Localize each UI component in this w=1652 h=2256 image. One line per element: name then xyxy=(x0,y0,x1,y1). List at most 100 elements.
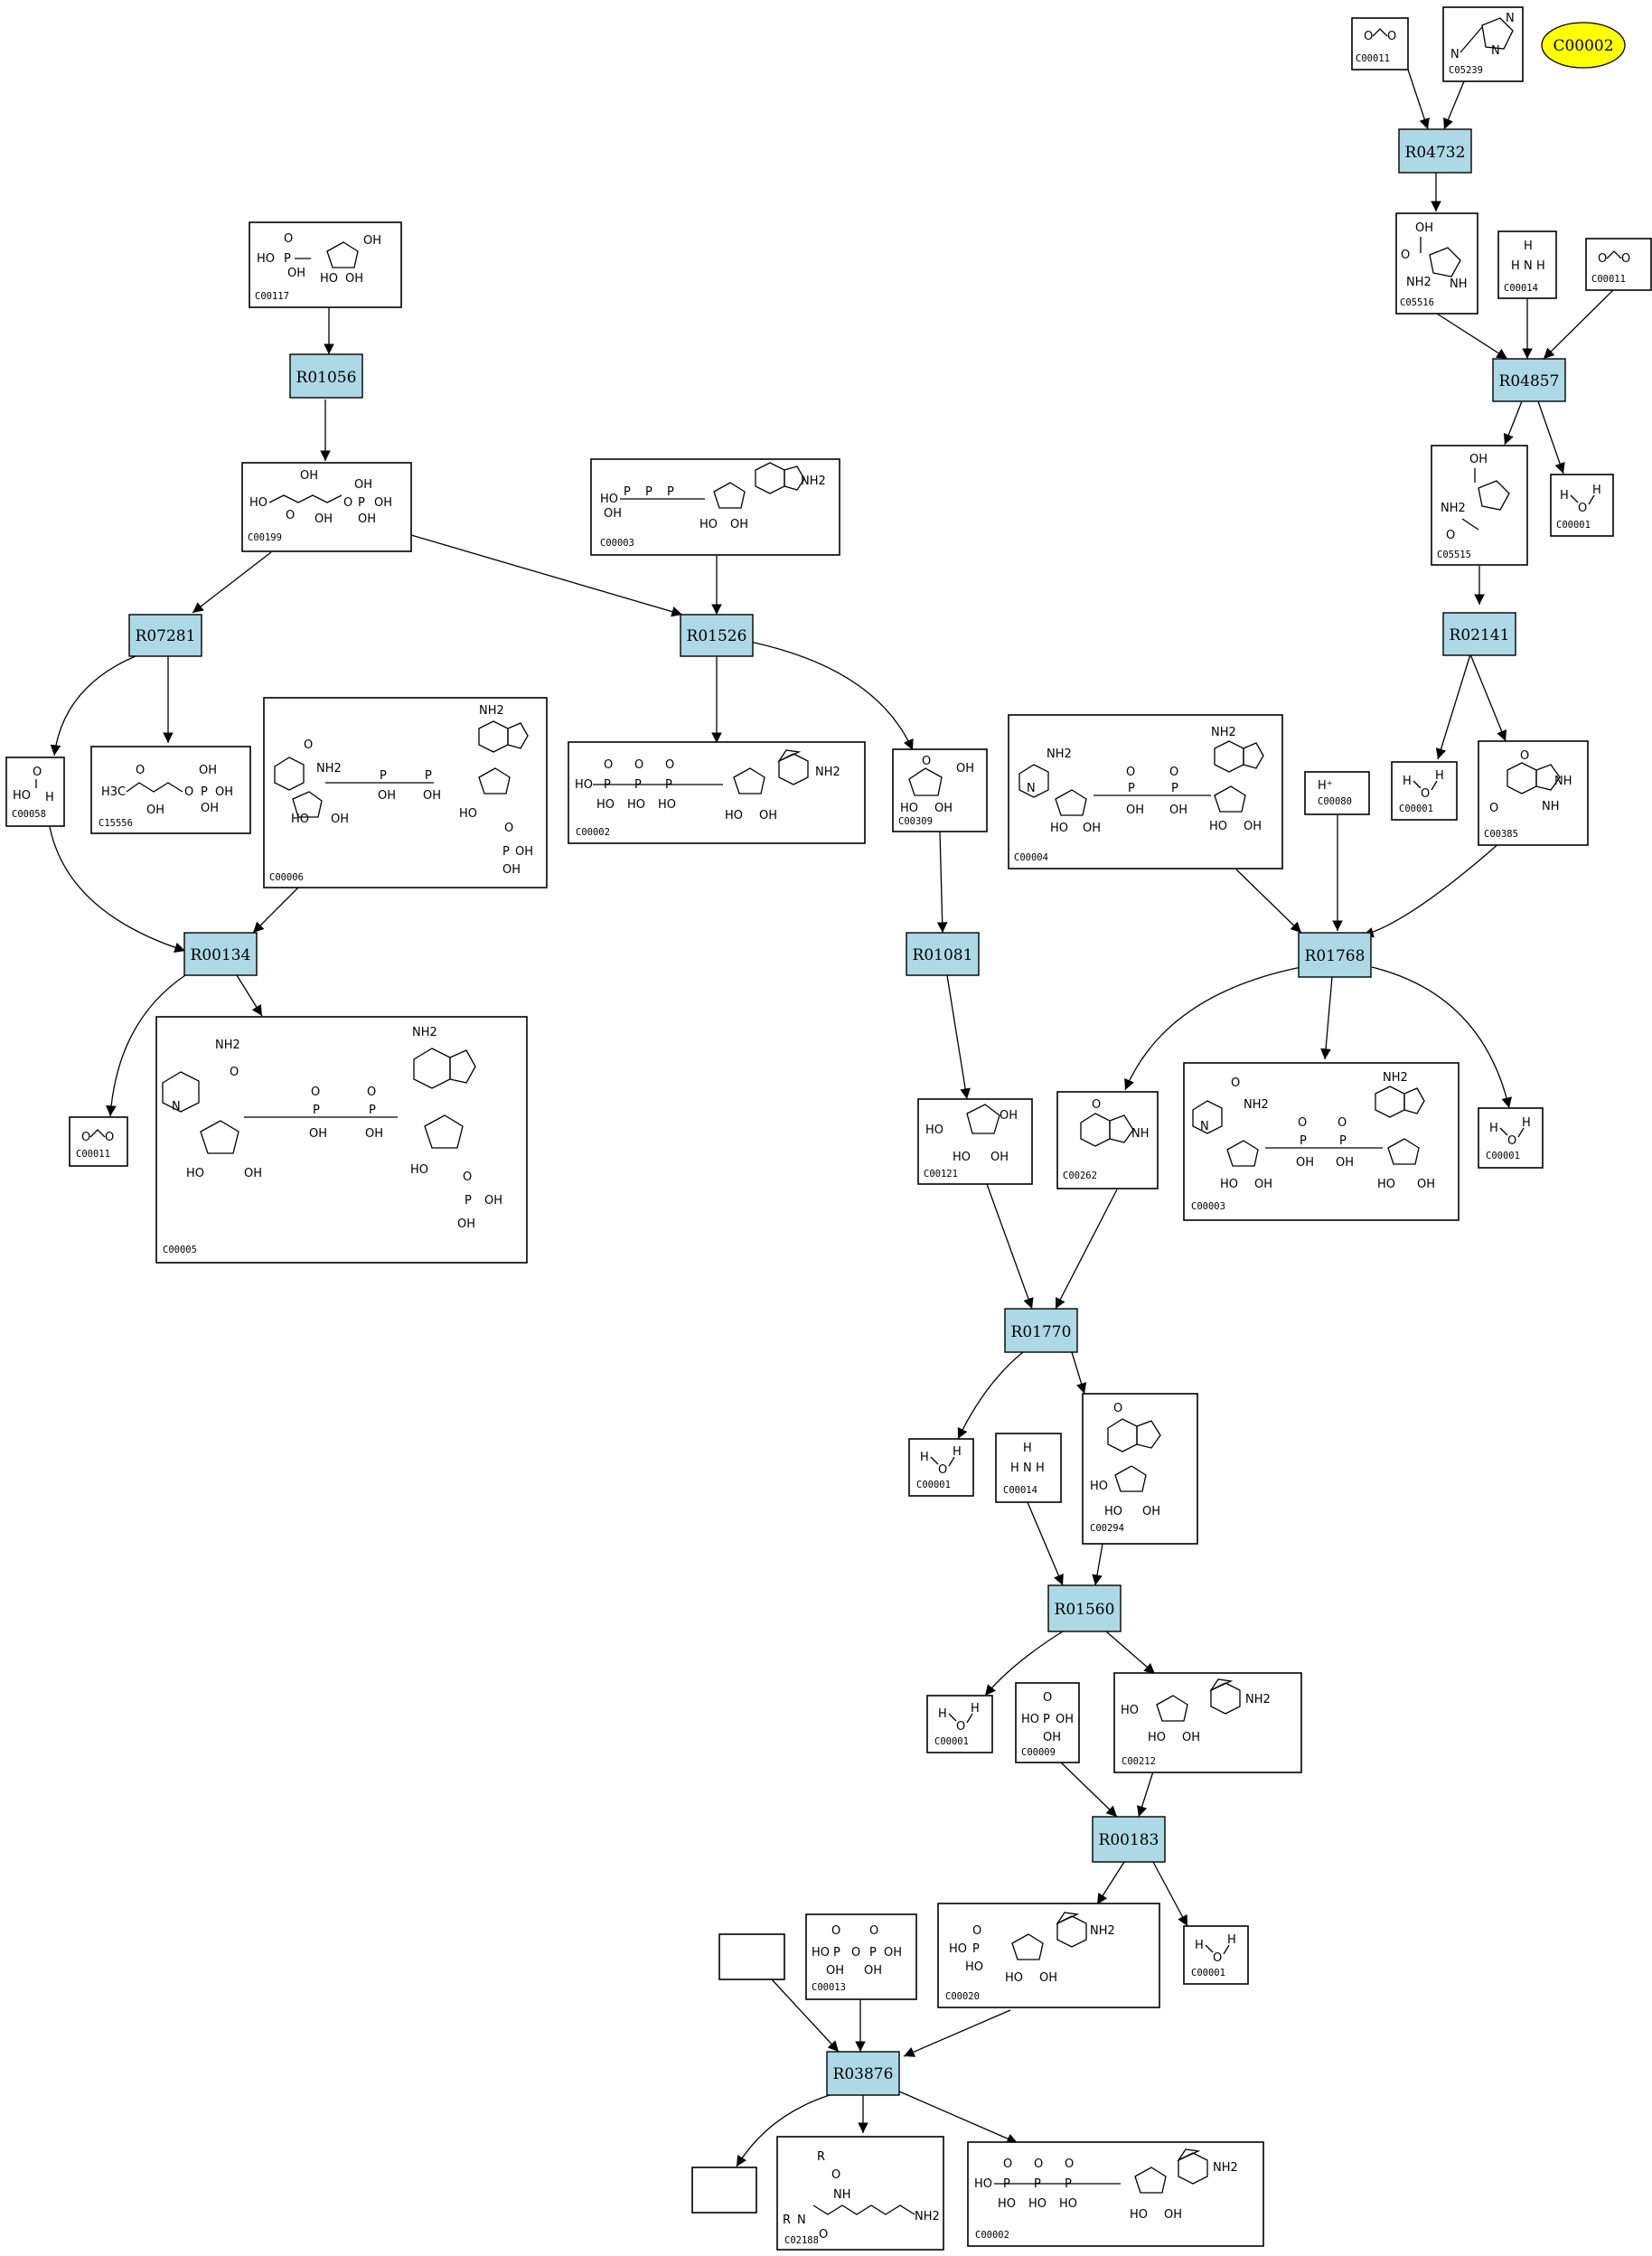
svg-text:NH: NH xyxy=(1131,1127,1150,1141)
compound-c05516[interactable]: OH O NH2 NH C05516 xyxy=(1395,212,1478,315)
compound-c00262[interactable]: O NH C00262 xyxy=(1056,1091,1159,1189)
svg-text:O: O xyxy=(304,738,313,752)
structure-image: NH2 O N HO OH P P O O OH OH NH2 HO O xyxy=(162,1026,502,1231)
svg-text:O: O xyxy=(1489,802,1498,815)
svg-text:C05515: C05515 xyxy=(1437,550,1471,560)
svg-text:C00011: C00011 xyxy=(76,1149,110,1160)
svg-text:C00011: C00011 xyxy=(1591,274,1626,285)
edge xyxy=(410,534,683,617)
svg-text:HO: HO xyxy=(596,798,615,812)
compound-c00058[interactable]: O HO H C00058 xyxy=(5,757,65,827)
svg-text:C00001: C00001 xyxy=(1556,520,1591,531)
compound-c00001[interactable]: H O H C00001 xyxy=(1550,474,1614,537)
svg-text:P: P xyxy=(667,485,674,499)
empty-compound-box[interactable] xyxy=(718,1933,785,1980)
svg-text:C00003: C00003 xyxy=(1191,1201,1225,1212)
svg-text:O: O xyxy=(1364,30,1373,43)
compound-c00385[interactable]: NH O O NH C00385 xyxy=(1478,740,1589,846)
svg-text:O: O xyxy=(1598,252,1607,266)
svg-text:H: H xyxy=(1536,259,1545,273)
compound-c00117[interactable]: HO P O OH OH HO OH C00117 xyxy=(249,221,402,308)
empty-compound-box[interactable] xyxy=(691,2167,757,2214)
compound-c00014[interactable]: H H N H C00014 xyxy=(995,1433,1062,1503)
compound-c00009[interactable]: O HO P OH OH C00009 xyxy=(1015,1682,1080,1763)
compound-c00011[interactable]: O O C00011 xyxy=(1351,17,1409,70)
compound-c00003[interactable]: HO P P P OH NH2 HO OH C00003 xyxy=(590,458,840,556)
edge xyxy=(984,1631,1064,1697)
svg-text:OH: OH xyxy=(1296,1156,1314,1170)
structure-image: OH HO HO OH xyxy=(925,1104,1018,1164)
compound-c00001[interactable]: H O H C00001 xyxy=(1478,1107,1544,1169)
reaction-r01770[interactable]: R01770 xyxy=(1004,1308,1078,1353)
compound-c00002[interactable]: HO P P P O O O HO HO HO NH2 HO OH C00002 xyxy=(568,741,866,844)
svg-text:O: O xyxy=(1621,252,1630,266)
compound-c00080[interactable]: H⁺ C00080 xyxy=(1304,771,1370,815)
compound-c00001[interactable]: H O H C00001 xyxy=(1391,761,1458,821)
reaction-r07281[interactable]: R07281 xyxy=(128,614,202,657)
svg-text:O: O xyxy=(922,755,931,768)
compound-c00011[interactable]: O O C00011 xyxy=(69,1116,128,1167)
svg-text:O: O xyxy=(184,785,193,799)
compound-c00006[interactable]: O NH2 HO OH P P OH OH NH2 HO O P OH OH xyxy=(263,697,548,888)
compound-c00001[interactable]: H O H C00001 xyxy=(926,1695,993,1753)
svg-text:P: P xyxy=(465,1194,472,1208)
compound-c00309[interactable]: O OH HO OH C00309 xyxy=(892,748,988,832)
reaction-r01081[interactable]: R01081 xyxy=(906,932,980,976)
svg-text:O: O xyxy=(1113,1402,1122,1415)
reaction-r03876[interactable]: R03876 xyxy=(826,2051,900,2096)
compound-c00001[interactable]: H O H C00001 xyxy=(908,1438,974,1497)
compound-c00121[interactable]: OH HO HO OH C00121 xyxy=(917,1098,1033,1185)
svg-text:O: O xyxy=(956,1720,965,1734)
edge xyxy=(1060,1762,1118,1818)
svg-text:P: P xyxy=(313,1104,320,1117)
highlight-node-c00002[interactable]: C00002 xyxy=(1541,22,1626,69)
svg-text:OH: OH xyxy=(956,762,974,776)
structure-image: HO P P P O O O HO HO HO NH2 HO OH xyxy=(575,749,840,822)
compound-c00001[interactable]: H O H C00001 xyxy=(1183,1925,1249,1985)
reaction-r04857[interactable]: R04857 xyxy=(1492,358,1566,402)
compound-c00294[interactable]: O HO HO OH C00294 xyxy=(1082,1393,1198,1545)
svg-text:HO: HO xyxy=(1005,1971,1023,1985)
reaction-r02141[interactable]: R02141 xyxy=(1442,612,1516,656)
compound-c00003[interactable]: O NH2 N HO OH P P O O OH OH NH2 HO OH xyxy=(1183,1062,1460,1221)
svg-text:OH: OH xyxy=(730,518,748,531)
svg-text:OH: OH xyxy=(345,272,363,286)
reaction-r01526[interactable]: R01526 xyxy=(680,614,754,657)
reaction-r00183[interactable]: R00183 xyxy=(1092,1816,1166,1863)
reaction-r00134[interactable]: R00134 xyxy=(183,932,258,976)
svg-text:OH: OH xyxy=(604,507,622,521)
svg-text:OH: OH xyxy=(354,478,372,492)
compound-c00005[interactable]: NH2 O N HO OH P P O O OH OH NH2 HO O xyxy=(155,1016,528,1264)
edge xyxy=(252,887,299,934)
compound-c05239[interactable]: N N N C05239 xyxy=(1442,6,1524,82)
svg-text:C00001: C00001 xyxy=(1399,804,1433,814)
edge xyxy=(1105,1631,1156,1675)
reaction-r01560[interactable]: R01560 xyxy=(1047,1584,1122,1632)
svg-text:O: O xyxy=(1298,1116,1307,1130)
svg-text:O: O xyxy=(1092,1098,1101,1112)
compound-c00013[interactable]: O O HO P O P OH OH OH C00013 xyxy=(805,1913,917,2000)
compound-c00011[interactable]: O O C00011 xyxy=(1585,238,1652,291)
edge xyxy=(1435,653,1471,760)
svg-text:HO: HO xyxy=(459,807,477,821)
compound-c00004[interactable]: NH2 N HO OH P P O O OH OH NH2 HO OH C000… xyxy=(1008,714,1283,870)
structure-image: H O H xyxy=(1403,769,1444,801)
svg-text:O: O xyxy=(1231,1076,1240,1090)
compound-c05515[interactable]: OH NH2 O C05515 xyxy=(1431,445,1528,566)
reaction-r01056[interactable]: R01056 xyxy=(289,353,363,399)
edge xyxy=(106,974,186,1117)
svg-text:HO: HO xyxy=(965,1960,983,1974)
svg-text:C00009: C00009 xyxy=(1021,1747,1056,1758)
compound-c15556[interactable]: H3C O OH O P OH OH OH C15556 xyxy=(90,746,251,834)
compound-c00199[interactable]: OH OH HO O P OH O OH OH C00199 xyxy=(241,462,412,552)
svg-text:O: O xyxy=(504,822,513,835)
reaction-r01768[interactable]: R01768 xyxy=(1298,932,1372,978)
svg-text:O: O xyxy=(972,1924,981,1938)
svg-text:HO: HO xyxy=(725,809,743,822)
compound-c00014[interactable]: H H N H C00014 xyxy=(1497,230,1557,299)
compound-c00212[interactable]: HO NH2 HO OH C00212 xyxy=(1113,1672,1302,1773)
compound-c02188[interactable]: R O NH R N O NH2 C02188 xyxy=(776,2136,944,2251)
reaction-r04732[interactable]: R04732 xyxy=(1398,128,1472,174)
compound-c00002[interactable]: HO P P P O O O HO HO HO NH2 HO OH C00002 xyxy=(967,2141,1264,2247)
compound-c00020[interactable]: HO P O HO NH2 HO OH C00020 xyxy=(937,1903,1160,2008)
